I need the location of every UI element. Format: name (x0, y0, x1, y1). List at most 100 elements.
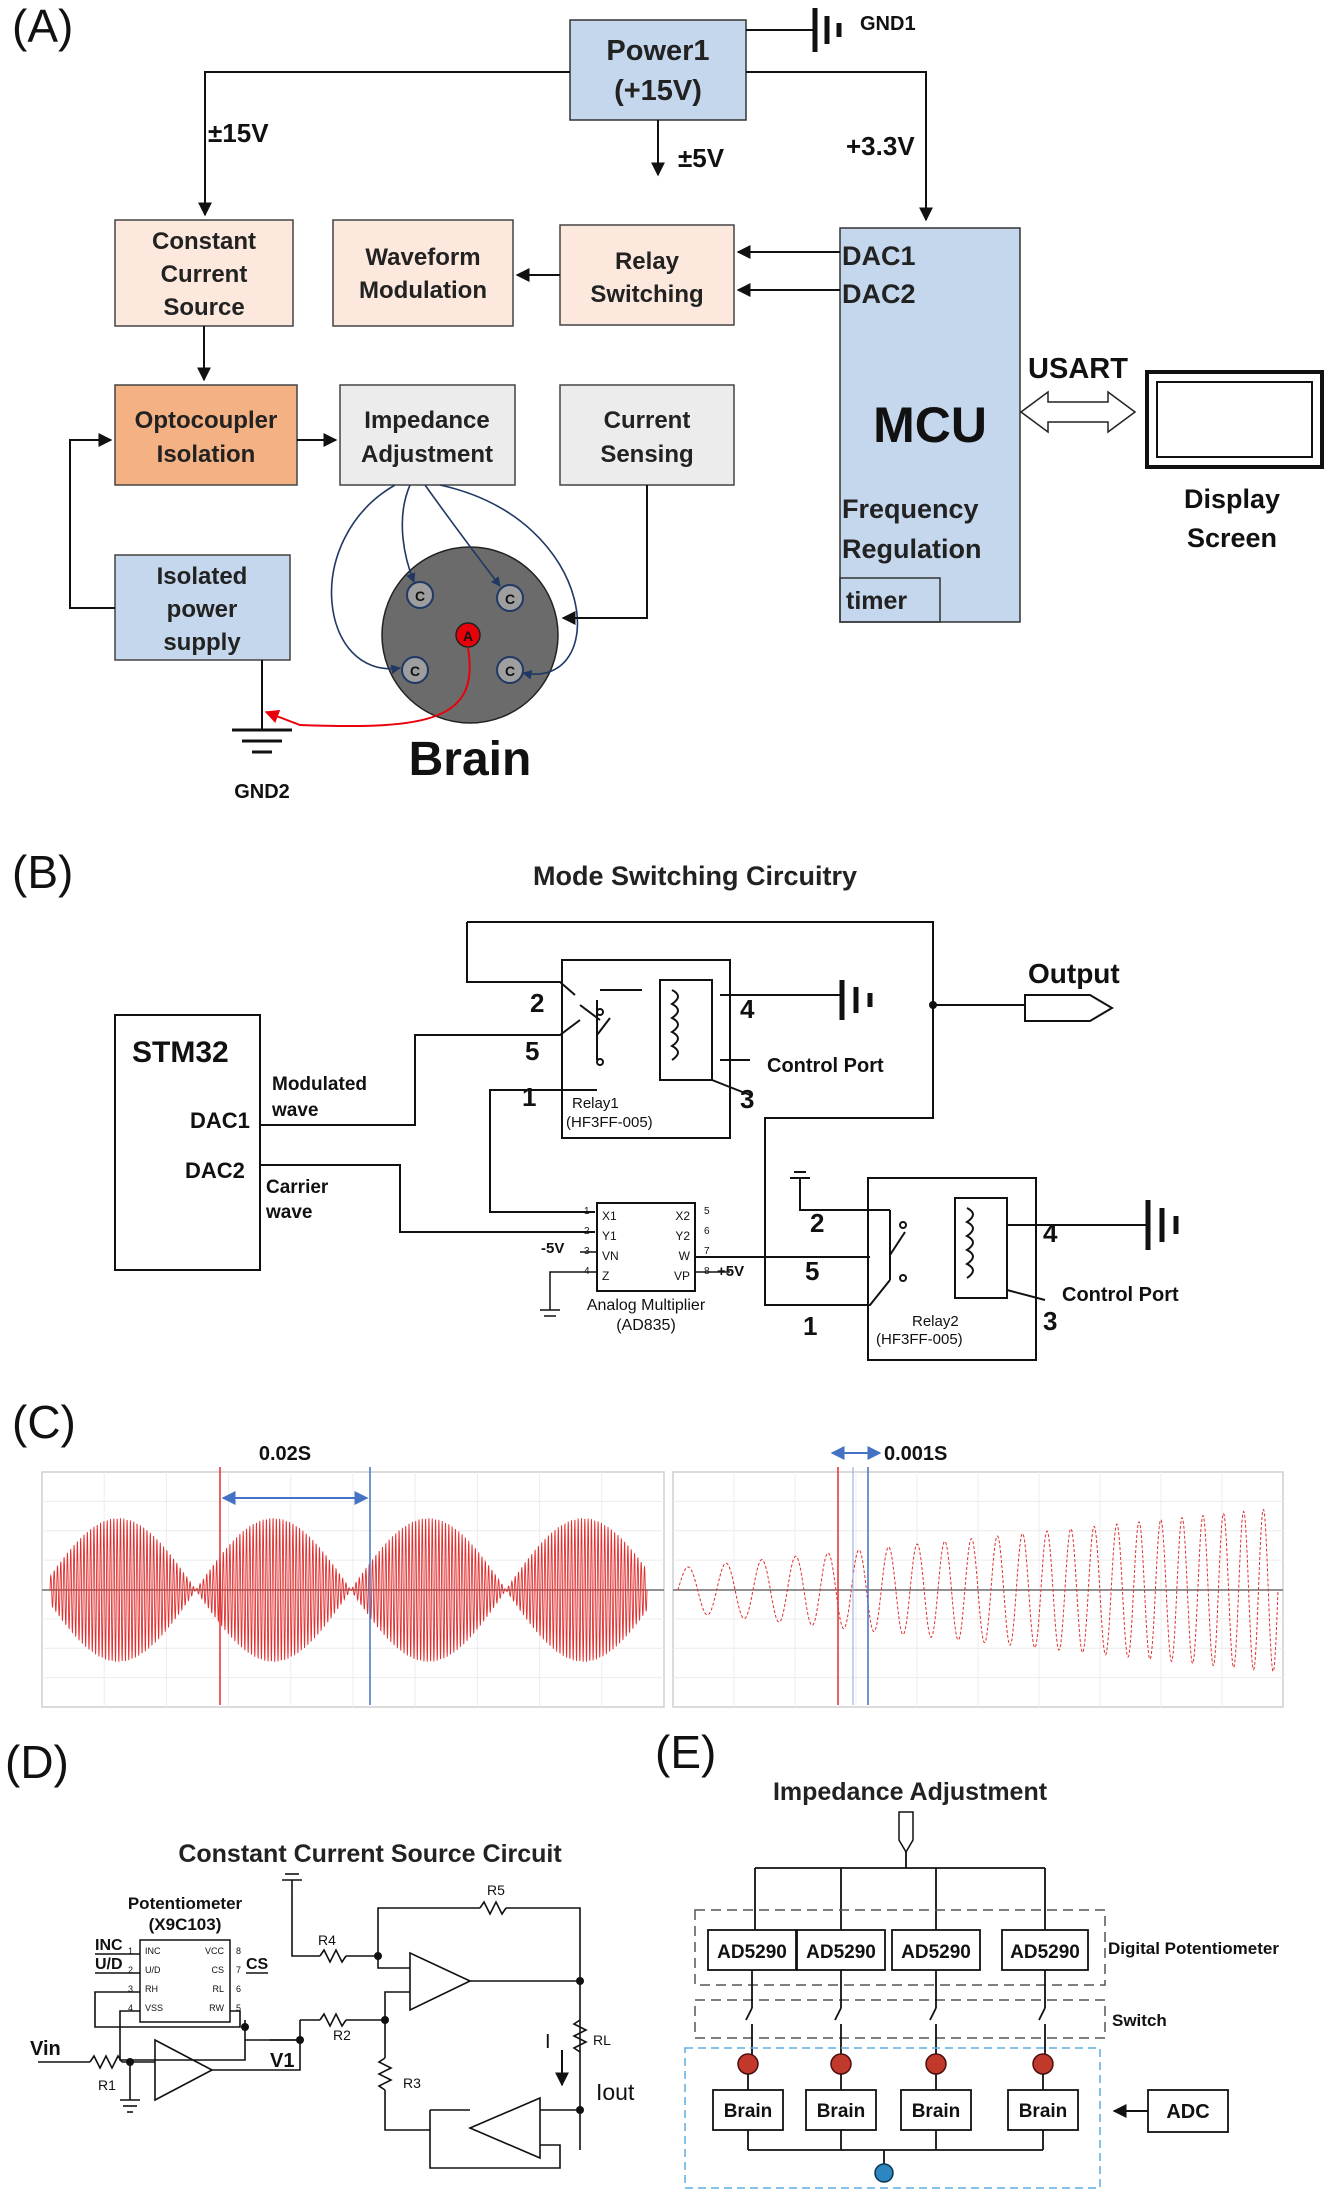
relay2-box (867, 1177, 1037, 1361)
rl-label: RL (593, 2032, 611, 2048)
chirp-waveform-right (677, 1509, 1279, 1673)
ccs-line2: Current (161, 261, 248, 288)
v5-label: ±5V (678, 143, 725, 173)
imp-line2: Adjustment (361, 441, 493, 468)
svg-text:Brain: Brain (817, 2101, 866, 2122)
svg-text:5: 5 (236, 2003, 241, 2013)
stm32-label: STM32 (132, 1036, 229, 1069)
svg-text:AD5290: AD5290 (717, 1942, 787, 1963)
svg-text:3: 3 (128, 1984, 133, 1994)
r3-label: R3 (403, 2075, 421, 2091)
interval-right-label: 0.001S (884, 1443, 947, 1465)
pot-chip (139, 1939, 231, 2023)
waveform-modulation-block (332, 219, 514, 327)
modulated-line1: Modulated (272, 1074, 367, 1095)
interval-left-label: 0.02S (259, 1443, 311, 1465)
display-line1: Display (1184, 484, 1280, 514)
panel-b-wires (260, 921, 1025, 1306)
svg-text:VSS: VSS (145, 2003, 163, 2013)
relay2-pin4: 4 (1043, 1218, 1058, 1248)
relay1-ground (839, 980, 873, 1020)
relay2-control-port: Control Port (1062, 1284, 1179, 1306)
svg-text:Brain: Brain (724, 2101, 773, 2122)
ad5290-chip-1 (707, 1929, 797, 1971)
panel-d-wires (38, 1873, 588, 2169)
ad5290-chip-4 (1001, 1929, 1089, 1971)
freq-line2: Regulation (842, 534, 982, 564)
gnd2-label: GND2 (234, 781, 290, 803)
iso-line3: supply (163, 629, 241, 656)
carrier-line1: Carrier (266, 1177, 329, 1198)
svg-text:5: 5 (704, 1206, 710, 1217)
opto-line2: Isolation (157, 441, 256, 468)
svg-text:RL: RL (212, 1984, 224, 1994)
r1-label: R1 (98, 2077, 116, 2093)
timer-label: timer (846, 587, 907, 615)
mult-part: (AD835) (616, 1317, 676, 1334)
usart-label: USART (1028, 353, 1128, 385)
svg-text:RW: RW (209, 2003, 224, 2013)
svg-text:A: A (463, 628, 473, 644)
ccs-line1: Constant (152, 228, 256, 255)
relay1-pin5: 5 (525, 1036, 539, 1066)
pot-inc: INC (95, 1937, 123, 1954)
svg-text:AD5290: AD5290 (1010, 1942, 1080, 1963)
anode-return-wire (264, 647, 471, 728)
pot-ud: U/D (95, 1956, 123, 1973)
svg-text:6: 6 (704, 1226, 710, 1237)
mult-neg5v: -5V (541, 1240, 564, 1257)
iso-line1: Isolated (157, 563, 248, 590)
svg-text:VN: VN (602, 1249, 619, 1263)
impedance-adjustment-block (339, 384, 516, 486)
relay1-pin4: 4 (740, 994, 755, 1024)
relay-line2: Switching (590, 281, 703, 308)
electrode-wires (330, 484, 579, 680)
svg-text:W: W (679, 1249, 691, 1263)
power-lines (198, 71, 933, 222)
mult-name: Analog Multiplier (587, 1297, 706, 1314)
svg-text:1: 1 (128, 1946, 133, 1956)
ad5290-chip-2 (796, 1929, 886, 1971)
brain-group (684, 2047, 1101, 2189)
relay2-pin1: 1 (803, 1311, 817, 1341)
svg-text:Brain: Brain (1019, 2101, 1068, 2122)
carrier-line2: wave (265, 1202, 312, 1223)
svg-text:C: C (505, 663, 515, 679)
mcu-dac1: DAC1 (842, 241, 916, 271)
relay2-name: Relay2 (912, 1313, 959, 1330)
svg-text:7: 7 (236, 1965, 241, 1975)
svg-text:Y2: Y2 (675, 1229, 690, 1243)
brain-label: Brain (409, 733, 532, 786)
relay-line1: Relay (615, 248, 680, 275)
sense-line1: Current (604, 407, 691, 434)
current-sensing-block (559, 384, 735, 486)
electrode-nodes (737, 2053, 1054, 2075)
optocoupler-block (114, 384, 298, 486)
panel-c: (C) 0.02S 0.001S (12, 1396, 1284, 1708)
svg-text:CS: CS (211, 1965, 224, 1975)
svg-text:INC: INC (145, 1946, 161, 1956)
stm32-dac1: DAC1 (190, 1108, 250, 1133)
panel-c-label: (C) (12, 1396, 76, 1448)
relay1-box (561, 959, 731, 1139)
svg-text:X2: X2 (675, 1209, 690, 1223)
panel-b-label: (B) (12, 846, 73, 898)
power1-label: Power1 (606, 35, 709, 67)
mcu-label: MCU (873, 397, 987, 453)
pot-name: Potentiometer (128, 1894, 243, 1913)
brain-box-1 (712, 2089, 784, 2131)
svg-text:2: 2 (584, 1226, 590, 1237)
digital-pot-label: Digital Potentiometer (1108, 1939, 1279, 1958)
panel-d-title: Constant Current Source Circuit (178, 1840, 562, 1868)
v33-label: +3.3V (846, 131, 915, 161)
panel-e-bus (754, 1852, 1046, 1930)
panel-b: (B) Mode Switching Circuitry STM32 DAC1 … (12, 846, 1179, 1361)
switch-label: Switch (1112, 2011, 1167, 2030)
relay1-pin2: 2 (530, 988, 544, 1018)
iso-line2: power (167, 596, 238, 623)
svg-text:RH: RH (145, 1984, 158, 1994)
svg-text:Z: Z (602, 1269, 609, 1283)
brain-box-3 (900, 2089, 972, 2131)
panel-e: (E) Impedance Adjustment Digital Potenti… (655, 1726, 1279, 2189)
anode-electrode (455, 622, 481, 648)
